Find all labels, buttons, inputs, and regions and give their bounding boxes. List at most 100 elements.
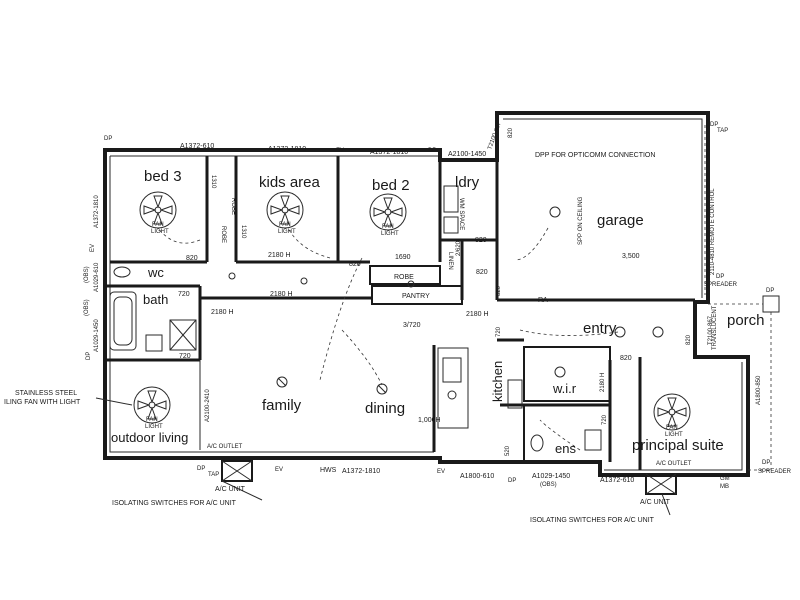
fan-icon-bed2 [369, 193, 407, 231]
dim-3720: 3/720 [403, 322, 421, 329]
dim-family-2180h: 2180 H [211, 309, 234, 316]
dim-1310a: 1310 [210, 175, 216, 189]
fan-icon-principal [653, 393, 691, 431]
remote-note: 2110-4810 REMOTE CONTROL [710, 188, 716, 275]
window-left1: A1372-1810 [94, 195, 100, 228]
dim-wir-2180h: 2180 H [600, 373, 606, 392]
spp-note: SPP ON CEILING [578, 196, 584, 245]
fan-light-bed3-b: LIGHT [151, 229, 169, 235]
dp-label-5: DP [508, 478, 516, 484]
window-codes: A1372-610 A1372-1810 A1372-1810 A2100-14… [94, 121, 762, 484]
robe-label-1: ROBE [230, 198, 236, 215]
annotations: DPP FOR OPTICOMM CONNECTION SPP ON CEILI… [4, 122, 792, 524]
fan-light-principal-a: FAN [666, 425, 678, 431]
room-principal-suite: principal suite [632, 437, 724, 454]
obs-label-1: (OBS) [540, 482, 557, 488]
window-porch: T2100-867 [708, 315, 714, 345]
gm-label: GM [720, 476, 730, 482]
window-top1: A1372-610 [180, 143, 214, 150]
mb-label: MB [720, 484, 729, 490]
dim-820g: 820 [686, 334, 692, 345]
dim-820h: 820 [508, 127, 514, 138]
ac-unit-right: A/C UNIT [640, 499, 671, 506]
dim-820e: 820 [496, 285, 502, 296]
window-left3: A1029-1450 [94, 319, 100, 352]
ra-label: RA [538, 297, 548, 304]
fan-light-kids-a: FAN [279, 222, 291, 228]
robe-label-2: ROBE [220, 226, 226, 243]
dp-spreader-3: DP [762, 460, 770, 466]
room-family: family [262, 397, 302, 414]
pantry-label: PANTRY [402, 293, 430, 300]
window-bottom1: A1372-1810 [342, 468, 380, 475]
dp-label-6: DP [766, 288, 774, 294]
fan-icon-kids [266, 191, 304, 229]
room-porch: porch [727, 312, 765, 329]
ac-unit-left: A/C UNIT [215, 486, 246, 493]
ac-units [95, 295, 780, 516]
fan-light-bed3-a: FAN [152, 222, 164, 228]
dim-520: 520 [505, 445, 511, 456]
dpp-note: DPP FOR OPTICOMM CONNECTION [535, 152, 655, 159]
translucent-label: TRANSLUCENT [712, 305, 718, 350]
room-bed3: bed 3 [144, 168, 182, 185]
ev-label-2: EV [275, 467, 283, 473]
dimensions: 2180 H 2180 H 2180 H 2180 H 2180 H 1690 … [178, 127, 692, 456]
dim-1000h: 1,000H [418, 417, 441, 424]
window-left4: A2100-2410 [205, 389, 211, 422]
dp-label-4: DP [197, 466, 205, 472]
dim-kids-2180h: 2180 H [268, 252, 291, 259]
room-garage: garage [597, 212, 644, 229]
isolating-note-right: ISOLATING SWITCHES FOR A/C UNIT [530, 517, 655, 524]
hws-label: HWS [320, 467, 337, 474]
ac-outlet-left: A/C OUTLET [207, 444, 243, 450]
spreader-label: SPREADER [758, 469, 792, 475]
window-bottom2: A1800-610 [460, 473, 494, 480]
room-dining: dining [365, 400, 405, 417]
light-points [228, 206, 664, 395]
switch-arcs [157, 227, 619, 451]
linen-label: LINEN [447, 252, 453, 270]
window-left2: A1029-610 [94, 262, 100, 292]
window-right1: A1800-850 [756, 375, 762, 405]
room-wc: wc [147, 265, 164, 280]
dim-entry-2180h: 2180 H [466, 311, 489, 318]
fan-light-outdoor-b: LIGHT [145, 424, 163, 430]
fan-light-outdoor-a: FAN [146, 417, 158, 423]
dim-720d: 720 [602, 414, 608, 425]
fan-icon-outdoor [133, 386, 171, 424]
dim-820b: 820 [349, 261, 361, 268]
room-kitchen: kitchen [490, 361, 505, 402]
dim-3500: 3,500 [622, 253, 640, 260]
dp-label-2: DP [428, 148, 436, 154]
tap-label-1: TAP [208, 472, 219, 478]
fan-light-bed2-b: LIGHT [381, 231, 399, 237]
stainless-note-2: ILING FAN WITH LIGHT [4, 399, 81, 406]
fan-light-principal-b: LIGHT [665, 432, 683, 438]
tap-label-2: TAP [717, 128, 728, 134]
dim-720c: 720 [496, 326, 502, 337]
dim-1690: 1690 [395, 254, 411, 261]
room-ens: ens [555, 441, 576, 456]
room-wir: w.i.r [552, 381, 577, 396]
room-bed2: bed 2 [372, 177, 410, 194]
obs-label-2: (OBS) [84, 266, 90, 283]
dim-1310b: 1310 [240, 225, 246, 239]
room-kids-area: kids area [259, 174, 321, 191]
window-bottom3: A1029-1450 [532, 473, 570, 480]
dp-spreader-1: DP [716, 274, 724, 280]
dim-hall-2180h: 2180 H [270, 291, 293, 298]
dim-820d: 820 [476, 269, 488, 276]
robe-label-3: ROBE [394, 274, 414, 281]
ev-label-1: EV [336, 148, 344, 154]
window-top2: A1372-1810 [268, 146, 306, 153]
wm-space-label: WM SPACE [458, 198, 464, 230]
exterior-walls [103, 111, 750, 477]
dp-label-7: DP [86, 352, 92, 360]
room-ldry: ldry [455, 174, 480, 191]
dim-820c: 820 [475, 237, 487, 244]
window-top4: A2100-1450 [448, 151, 486, 158]
ac-outlet-right: A/C OUTLET [656, 461, 692, 467]
ev-label-4: EV [90, 244, 96, 252]
